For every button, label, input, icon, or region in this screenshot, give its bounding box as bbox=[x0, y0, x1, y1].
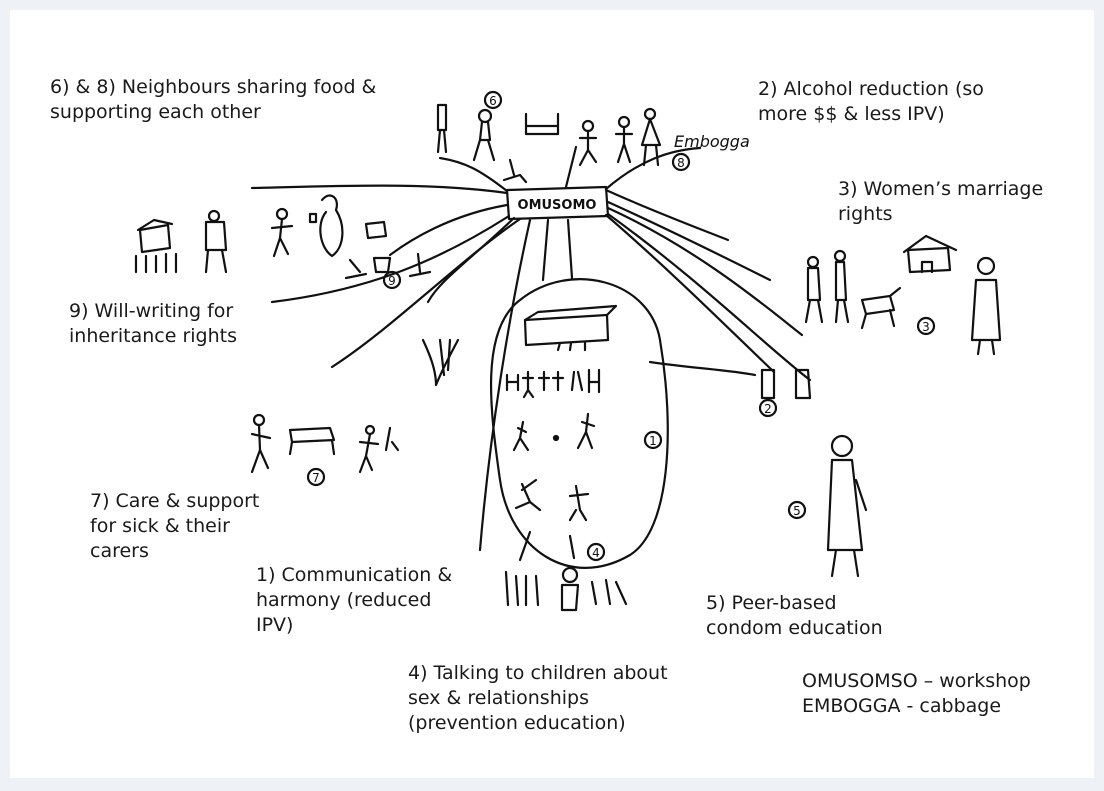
svg-text:3: 3 bbox=[922, 320, 930, 334]
neighbours-figures bbox=[436, 103, 662, 184]
circled-number-1: 1 bbox=[643, 430, 663, 450]
svg-text:4: 4 bbox=[592, 546, 600, 560]
circled-number-3: 3 bbox=[916, 316, 936, 336]
care-figures bbox=[250, 413, 400, 474]
svg-text:6: 6 bbox=[489, 94, 497, 108]
circled-numbers: 6 8 9 3 2 1 7 4 5 bbox=[306, 90, 936, 562]
svg-text:1: 1 bbox=[649, 434, 657, 448]
tree-drawing bbox=[421, 338, 460, 387]
workshop-hub: OMUSOMO bbox=[505, 185, 610, 221]
children-figures bbox=[504, 530, 628, 612]
circled-number-7: 7 bbox=[306, 467, 326, 487]
hub-label: OMUSOMO bbox=[518, 198, 597, 213]
svg-text:8: 8 bbox=[677, 156, 685, 170]
circled-number-4: 4 bbox=[586, 542, 606, 562]
svg-text:7: 7 bbox=[312, 471, 320, 485]
hand-drawn-diagram: OMUSOMO bbox=[134, 90, 1002, 612]
peer-educator-figure bbox=[826, 434, 868, 578]
svg-text:2: 2 bbox=[764, 402, 772, 416]
alcohol-figures bbox=[760, 368, 812, 400]
circled-number-8: 8 bbox=[671, 152, 691, 172]
embogga-handwriting: Embogga bbox=[674, 132, 750, 151]
svg-text:5: 5 bbox=[793, 504, 801, 518]
marriage-rights-figures bbox=[804, 234, 1002, 356]
connection-lines bbox=[250, 145, 812, 552]
svg-text:9: 9 bbox=[388, 274, 396, 288]
neighbours-label: 6) & 8) Neighbours sharing food &support… bbox=[50, 76, 377, 123]
household-oval bbox=[489, 278, 669, 569]
circled-number-2: 2 bbox=[758, 398, 778, 418]
circled-number-6: 6 bbox=[483, 90, 503, 110]
illustration-card: OMUSOMO bbox=[10, 10, 1094, 778]
will-writing-figures bbox=[134, 194, 432, 280]
circled-number-5: 5 bbox=[787, 500, 807, 520]
circled-number-9: 9 bbox=[382, 270, 402, 290]
